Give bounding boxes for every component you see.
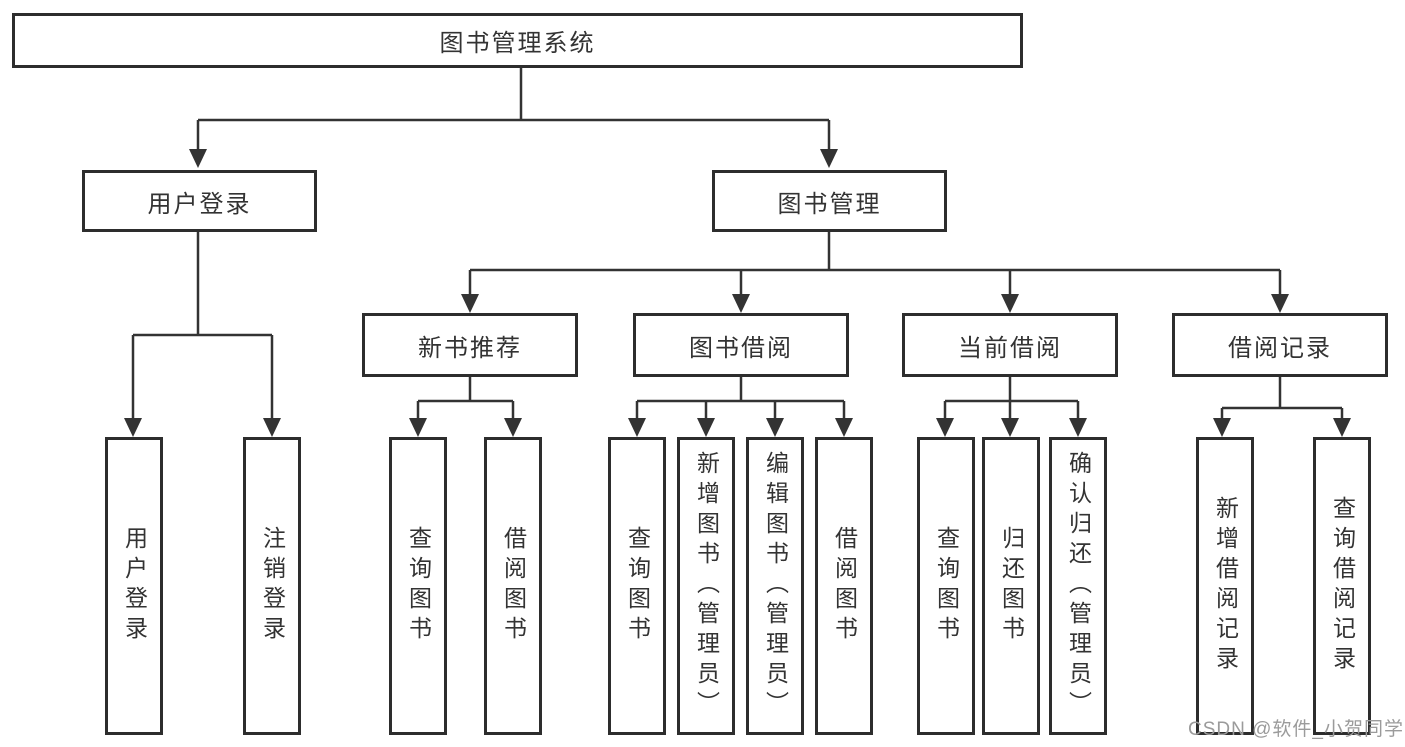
leaf-edit-book-admin: 编辑图书（管理员） (746, 437, 804, 735)
leaf-label: 查询借阅记录 (1329, 496, 1356, 676)
leaf-label: 借阅图书 (831, 526, 858, 646)
leaf-confirm-return-admin: 确认归还（管理员） (1049, 437, 1107, 735)
leaf-label: 新增借阅记录 (1212, 496, 1239, 676)
leaf-label: 用户登录 (121, 526, 148, 646)
node-label: 当前借阅 (958, 334, 1062, 362)
leaf-borrow-books-recommend: 借阅图书 (484, 437, 542, 735)
node-label: 图书管理系统 (439, 30, 596, 57)
leaf-query-books-borrow: 查询图书 (608, 437, 666, 735)
node-user-login: 用户登录 (82, 170, 317, 232)
leaf-label: 归还图书 (998, 526, 1025, 646)
leaf-label: 编辑图书（管理员） (762, 451, 789, 721)
node-book-management: 图书管理 (712, 170, 947, 232)
leaf-label: 查询图书 (933, 526, 960, 646)
leaf-borrow-books: 借阅图书 (815, 437, 873, 735)
node-label: 图书借阅 (689, 334, 793, 362)
leaf-return-book: 归还图书 (982, 437, 1040, 735)
leaf-label: 查询图书 (624, 526, 651, 646)
node-system-root: 图书管理系统 (12, 13, 1023, 68)
leaf-label: 查询图书 (405, 526, 432, 646)
arrowheads (124, 149, 1351, 437)
leaf-label: 确认归还（管理员） (1065, 451, 1092, 721)
leaf-label: 借阅图书 (500, 526, 527, 646)
node-book-borrow: 图书借阅 (633, 313, 849, 377)
leaf-label: 新增图书（管理员） (693, 451, 720, 721)
leaf-add-borrow-record: 新增借阅记录 (1196, 437, 1254, 735)
node-new-book-recommend: 新书推荐 (362, 313, 578, 377)
leaf-query-books-current: 查询图书 (917, 437, 975, 735)
leaf-user-login: 用户登录 (105, 437, 163, 735)
node-label: 借阅记录 (1228, 334, 1332, 362)
node-label: 图书管理 (777, 190, 882, 218)
node-borrow-records: 借阅记录 (1172, 313, 1388, 377)
leaf-query-borrow-record: 查询借阅记录 (1313, 437, 1371, 735)
leaf-label: 注销登录 (259, 526, 286, 646)
node-current-borrow: 当前借阅 (902, 313, 1118, 377)
leaf-logout: 注销登录 (243, 437, 301, 735)
leaf-query-books-recommend: 查询图书 (389, 437, 447, 735)
watermark: CSDN @软件_小贺同学 (1188, 719, 1404, 740)
node-label: 新书推荐 (418, 334, 522, 362)
leaf-add-book-admin: 新增图书（管理员） (677, 437, 735, 735)
node-label: 用户登录 (147, 190, 252, 218)
